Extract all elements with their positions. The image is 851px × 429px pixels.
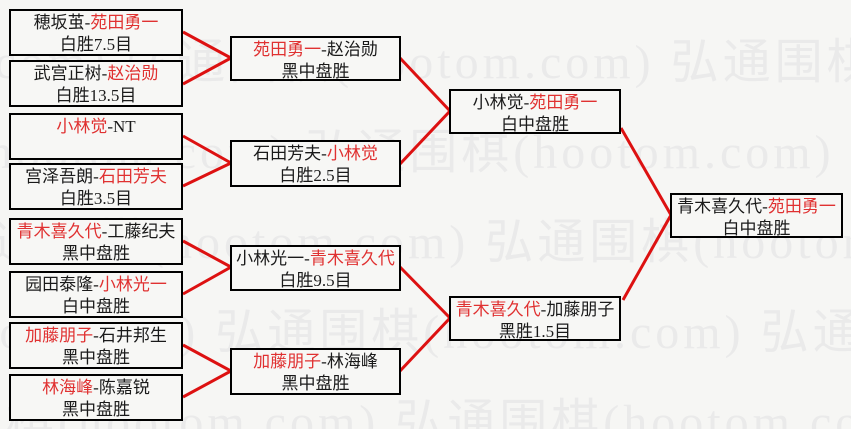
- match-box-final: 青木喜久代-苑田勇一 白中盘胜: [670, 193, 843, 238]
- match-box-r1-8: 林海峰-陈嘉锐 黑中盘胜: [9, 374, 183, 421]
- match-pairing: 石田芳夫-小林觉: [232, 143, 399, 165]
- match-box-r1-4: 宫泽吾朗-石田芳夫 白胜3.5目: [9, 163, 183, 210]
- winner-name: 苑田勇一: [767, 197, 836, 216]
- winner-name: 加藤朋子: [253, 352, 322, 371]
- match-result: 白胜3.5目: [59, 189, 133, 208]
- player-name: -NT: [107, 117, 136, 136]
- match-result: 黑中盘胜: [62, 400, 130, 419]
- match-result: 白中盘胜: [62, 297, 130, 316]
- match-pairing: 林海峰-陈嘉锐: [11, 377, 181, 399]
- winner-name: 赵治勋: [107, 64, 159, 83]
- player-name: 武宫正树-: [33, 64, 108, 83]
- match-pairing: 加藤朋子-林海峰: [232, 351, 399, 373]
- match-result: 白中盘胜: [722, 219, 791, 238]
- player-name: -林海峰: [321, 352, 378, 371]
- match-box-r1-6: 园田泰隆-小林光一 白中盘胜: [9, 271, 183, 318]
- match-result: 黑胜1.5目: [498, 322, 572, 341]
- winner-name: 小林觉: [56, 117, 108, 136]
- winner-name: 石田芳夫: [98, 167, 167, 186]
- player-name: 小林觉-: [472, 93, 530, 112]
- match-box-r1-3: 小林觉-NT: [9, 113, 183, 160]
- match-pairing: 小林光一-青木喜久代: [232, 248, 399, 270]
- match-box-r1-5: 青木喜久代-工藤纪夫 黑中盘胜: [9, 218, 183, 265]
- player-name: 石田芳夫-: [253, 144, 327, 163]
- match-box-r1-1: 穂坂茧-苑田勇一 白胜7.5目: [9, 9, 183, 56]
- match-pairing: 穂坂茧-苑田勇一: [11, 12, 181, 34]
- player-name: -加藤朋子: [540, 300, 615, 319]
- player-name: -赵治勋: [321, 40, 378, 59]
- match-result: 黑中盘胜: [62, 244, 130, 263]
- match-result: 白胜13.5目: [55, 86, 137, 105]
- winner-name: 苑田勇一: [90, 13, 159, 32]
- winner-name: 青木喜久代: [455, 300, 541, 319]
- match-box-r2-3: 小林光一-青木喜久代 白胜9.5目: [230, 245, 401, 291]
- match-box-r2-1: 苑田勇一-赵治勋 黑中盘胜: [230, 36, 401, 81]
- player-name: 小林光一-: [236, 249, 310, 268]
- match-result: 白中盘胜: [501, 115, 569, 134]
- match-result: 黑中盘胜: [281, 374, 350, 393]
- player-name: 穂坂茧-: [33, 13, 91, 32]
- player-name: 园田泰隆-: [25, 275, 99, 294]
- match-pairing: 青木喜久代-苑田勇一: [672, 196, 841, 218]
- player-name: -石井邦生: [93, 326, 167, 345]
- winner-name: 青木喜久代: [309, 249, 395, 268]
- match-pairing: 宫泽吾朗-石田芳夫: [11, 166, 181, 188]
- match-result: 白胜7.5目: [59, 35, 133, 54]
- match-pairing: 青木喜久代-工藤纪夫: [11, 221, 181, 243]
- match-result: 白胜2.5目: [279, 166, 352, 185]
- winner-name: 加藤朋子: [25, 326, 94, 345]
- match-result: 白胜9.5目: [279, 271, 352, 290]
- match-pairing: 园田泰隆-小林光一: [11, 274, 181, 296]
- match-pairing: 小林觉-NT: [11, 116, 181, 138]
- match-result: 黑中盘胜: [62, 348, 130, 367]
- match-box-r3-1: 小林觉-苑田勇一 白中盘胜: [449, 89, 621, 134]
- match-box-r2-4: 加藤朋子-林海峰 黑中盘胜: [230, 348, 401, 395]
- match-box-r1-7: 加藤朋子-石井邦生 黑中盘胜: [9, 322, 183, 369]
- match-box-r2-2: 石田芳夫-小林觉 白胜2.5目: [230, 140, 401, 187]
- match-result: 黑中盘胜: [281, 62, 350, 81]
- winner-name: 苑田勇一: [253, 40, 322, 59]
- winner-name: 苑田勇一: [529, 93, 598, 112]
- player-name: 宫泽吾朗-: [25, 167, 99, 186]
- player-name: 青木喜久代-: [677, 197, 768, 216]
- match-box-r3-2: 青木喜久代-加藤朋子 黑胜1.5目: [449, 296, 621, 341]
- match-pairing: 加藤朋子-石井邦生: [11, 325, 181, 347]
- match-pairing: 小林觉-苑田勇一: [451, 92, 619, 114]
- match-pairing: 青木喜久代-加藤朋子: [451, 299, 619, 321]
- match-box-r1-2: 武宫正树-赵治勋 白胜13.5目: [9, 60, 183, 107]
- winner-name: 林海峰: [42, 378, 94, 397]
- match-pairing: 武宫正树-赵治勋: [11, 63, 181, 85]
- winner-name: 小林觉: [326, 144, 378, 163]
- player-name: -陈嘉锐: [93, 378, 150, 397]
- winner-name: 小林光一: [98, 275, 167, 294]
- winner-name: 青木喜久代: [16, 222, 102, 241]
- match-pairing: 苑田勇一-赵治勋: [232, 39, 399, 61]
- player-name: -工藤纪夫: [101, 222, 176, 241]
